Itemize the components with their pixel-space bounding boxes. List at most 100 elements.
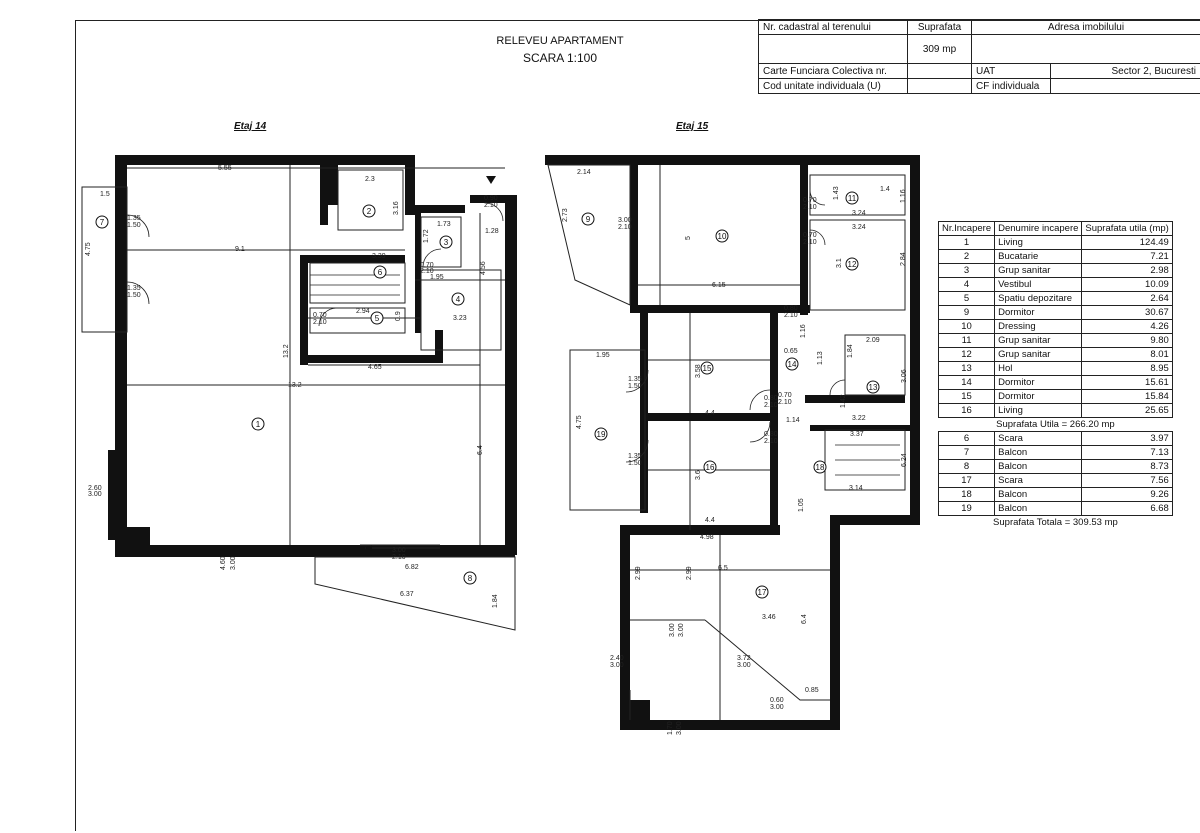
room-number: 9 [586,215,591,224]
dimension-label: 1.05 [798,498,805,512]
dimension-label: 1.35 [127,215,141,222]
dimension-label: 0.70 [778,392,792,399]
dimension-label: 0.70 [803,232,817,239]
dimension-label: 3.1 [836,258,843,268]
dimension-label: 2.10 [392,554,406,561]
dimension-label: 2.10 [618,224,632,231]
room-number: 13 [869,383,878,392]
dimension-label: 3.46 [762,614,776,621]
dimension-label: 1.5 [100,191,110,198]
dimension-label: 2.10 [313,319,327,326]
dimension-label: 3.16 [393,201,400,215]
dimension-label: 4.4 [705,410,715,417]
dimension-label: 0.60 [770,697,784,704]
dimension-label: 4.98 [700,534,714,541]
dimension-label: 1.16 [800,324,807,338]
area-value: 309 mp [907,34,972,64]
room-number: 16 [706,463,715,472]
room-number: 19 [597,430,606,439]
dimension-label: 1.84 [847,344,854,358]
dimension-label: 2.10 [764,438,778,445]
dimension-label: 1.42 [840,394,847,408]
room-number: 5 [375,314,380,323]
grand-total: Suprafata Totala = 309.53 mp [938,515,1173,529]
cf-label: CF individuala [971,78,1051,94]
dimension-label: 2.10 [803,204,817,211]
room-number: 2 [367,207,372,216]
room-number: 12 [848,260,857,269]
dimension-label: 1.50 [127,292,141,299]
dimension-label: 2.73 [562,208,569,222]
dimension-label: 3.6 [695,470,702,480]
dimension-label: 2.10 [764,402,778,409]
room-marker [581,212,595,226]
dimension-label: 4.60 [220,556,227,570]
dimension-label: 3.22 [852,415,866,422]
dimension-label: 1.95 [430,274,444,281]
dimension-label: 3.39 [372,253,386,260]
dimension-label: 3.00 [230,556,237,570]
dimension-label: 0.80 [764,431,778,438]
room-marker [251,417,265,431]
dimension-label: 6.4 [477,445,484,455]
drawing-title: RELEVEU APARTAMENT [496,35,624,47]
dimension-label: 3.06 [901,369,908,383]
dimension-label: 4.75 [85,242,92,256]
cadastral-header-table: Nr. cadastral al terenului Suprafata Adr… [758,19,1200,94]
room-marker [866,380,880,394]
dimension-label: 3.14 [849,485,863,492]
room-marker [703,460,717,474]
room-number: 3 [444,238,449,247]
dimension-label: 5 [685,236,692,240]
dimension-label: 2.84 [900,252,907,266]
room-number: 1 [256,420,261,429]
room-number: 7 [100,218,105,227]
dimension-label: 3.00 [737,662,751,669]
floor-14-label: Etaj 14 [234,121,267,132]
room-number: 8 [468,574,473,583]
room-number: 17 [758,588,767,597]
dimension-label: 4.4 [705,517,715,524]
dimension-label: 4.75 [576,415,583,429]
room-marker [785,357,799,371]
dimension-label: 0.80 [764,395,778,402]
cell-nr: 19 [937,501,996,516]
dimension-label: 1.50 [628,460,642,467]
dimension-label: 2.14 [577,169,591,176]
dimension-label: 6.24 [901,453,908,467]
dimension-label: 1.70 [667,721,674,735]
dimension-label: 2.10 [484,202,498,209]
dimension-label: 9.1 [235,246,245,253]
room-marker [463,571,477,585]
dimension-label: 0.65 [784,348,798,355]
room-marker [700,361,714,375]
room-marker [755,585,769,599]
room-marker [813,460,827,474]
dimension-label: 1.43 [833,186,840,200]
rooms-table: Nr.Incapere Denumire incapere Suprafata … [937,221,1173,529]
dimension-label: 13.2 [283,344,290,358]
dimension-label: 1.72 [423,229,430,243]
drawing-sheet [75,20,1200,831]
dimension-label: 3.00 [392,547,406,554]
room-marker [451,292,465,306]
dimension-label: 5.55 [218,165,232,172]
dimension-label: 3.37 [850,431,864,438]
cell-area: 6.68 [1081,501,1173,516]
dimension-label: 2.10 [420,268,434,275]
room-marker [362,204,376,218]
dimension-label: 4.56 [480,261,487,275]
dimension-label: 1.35 [628,453,642,460]
dimension-label: 0.80 [784,305,798,312]
dimension-label: 3.00 [678,623,685,637]
dimension-label: 2.3 [365,176,375,183]
room-marker [370,311,384,325]
